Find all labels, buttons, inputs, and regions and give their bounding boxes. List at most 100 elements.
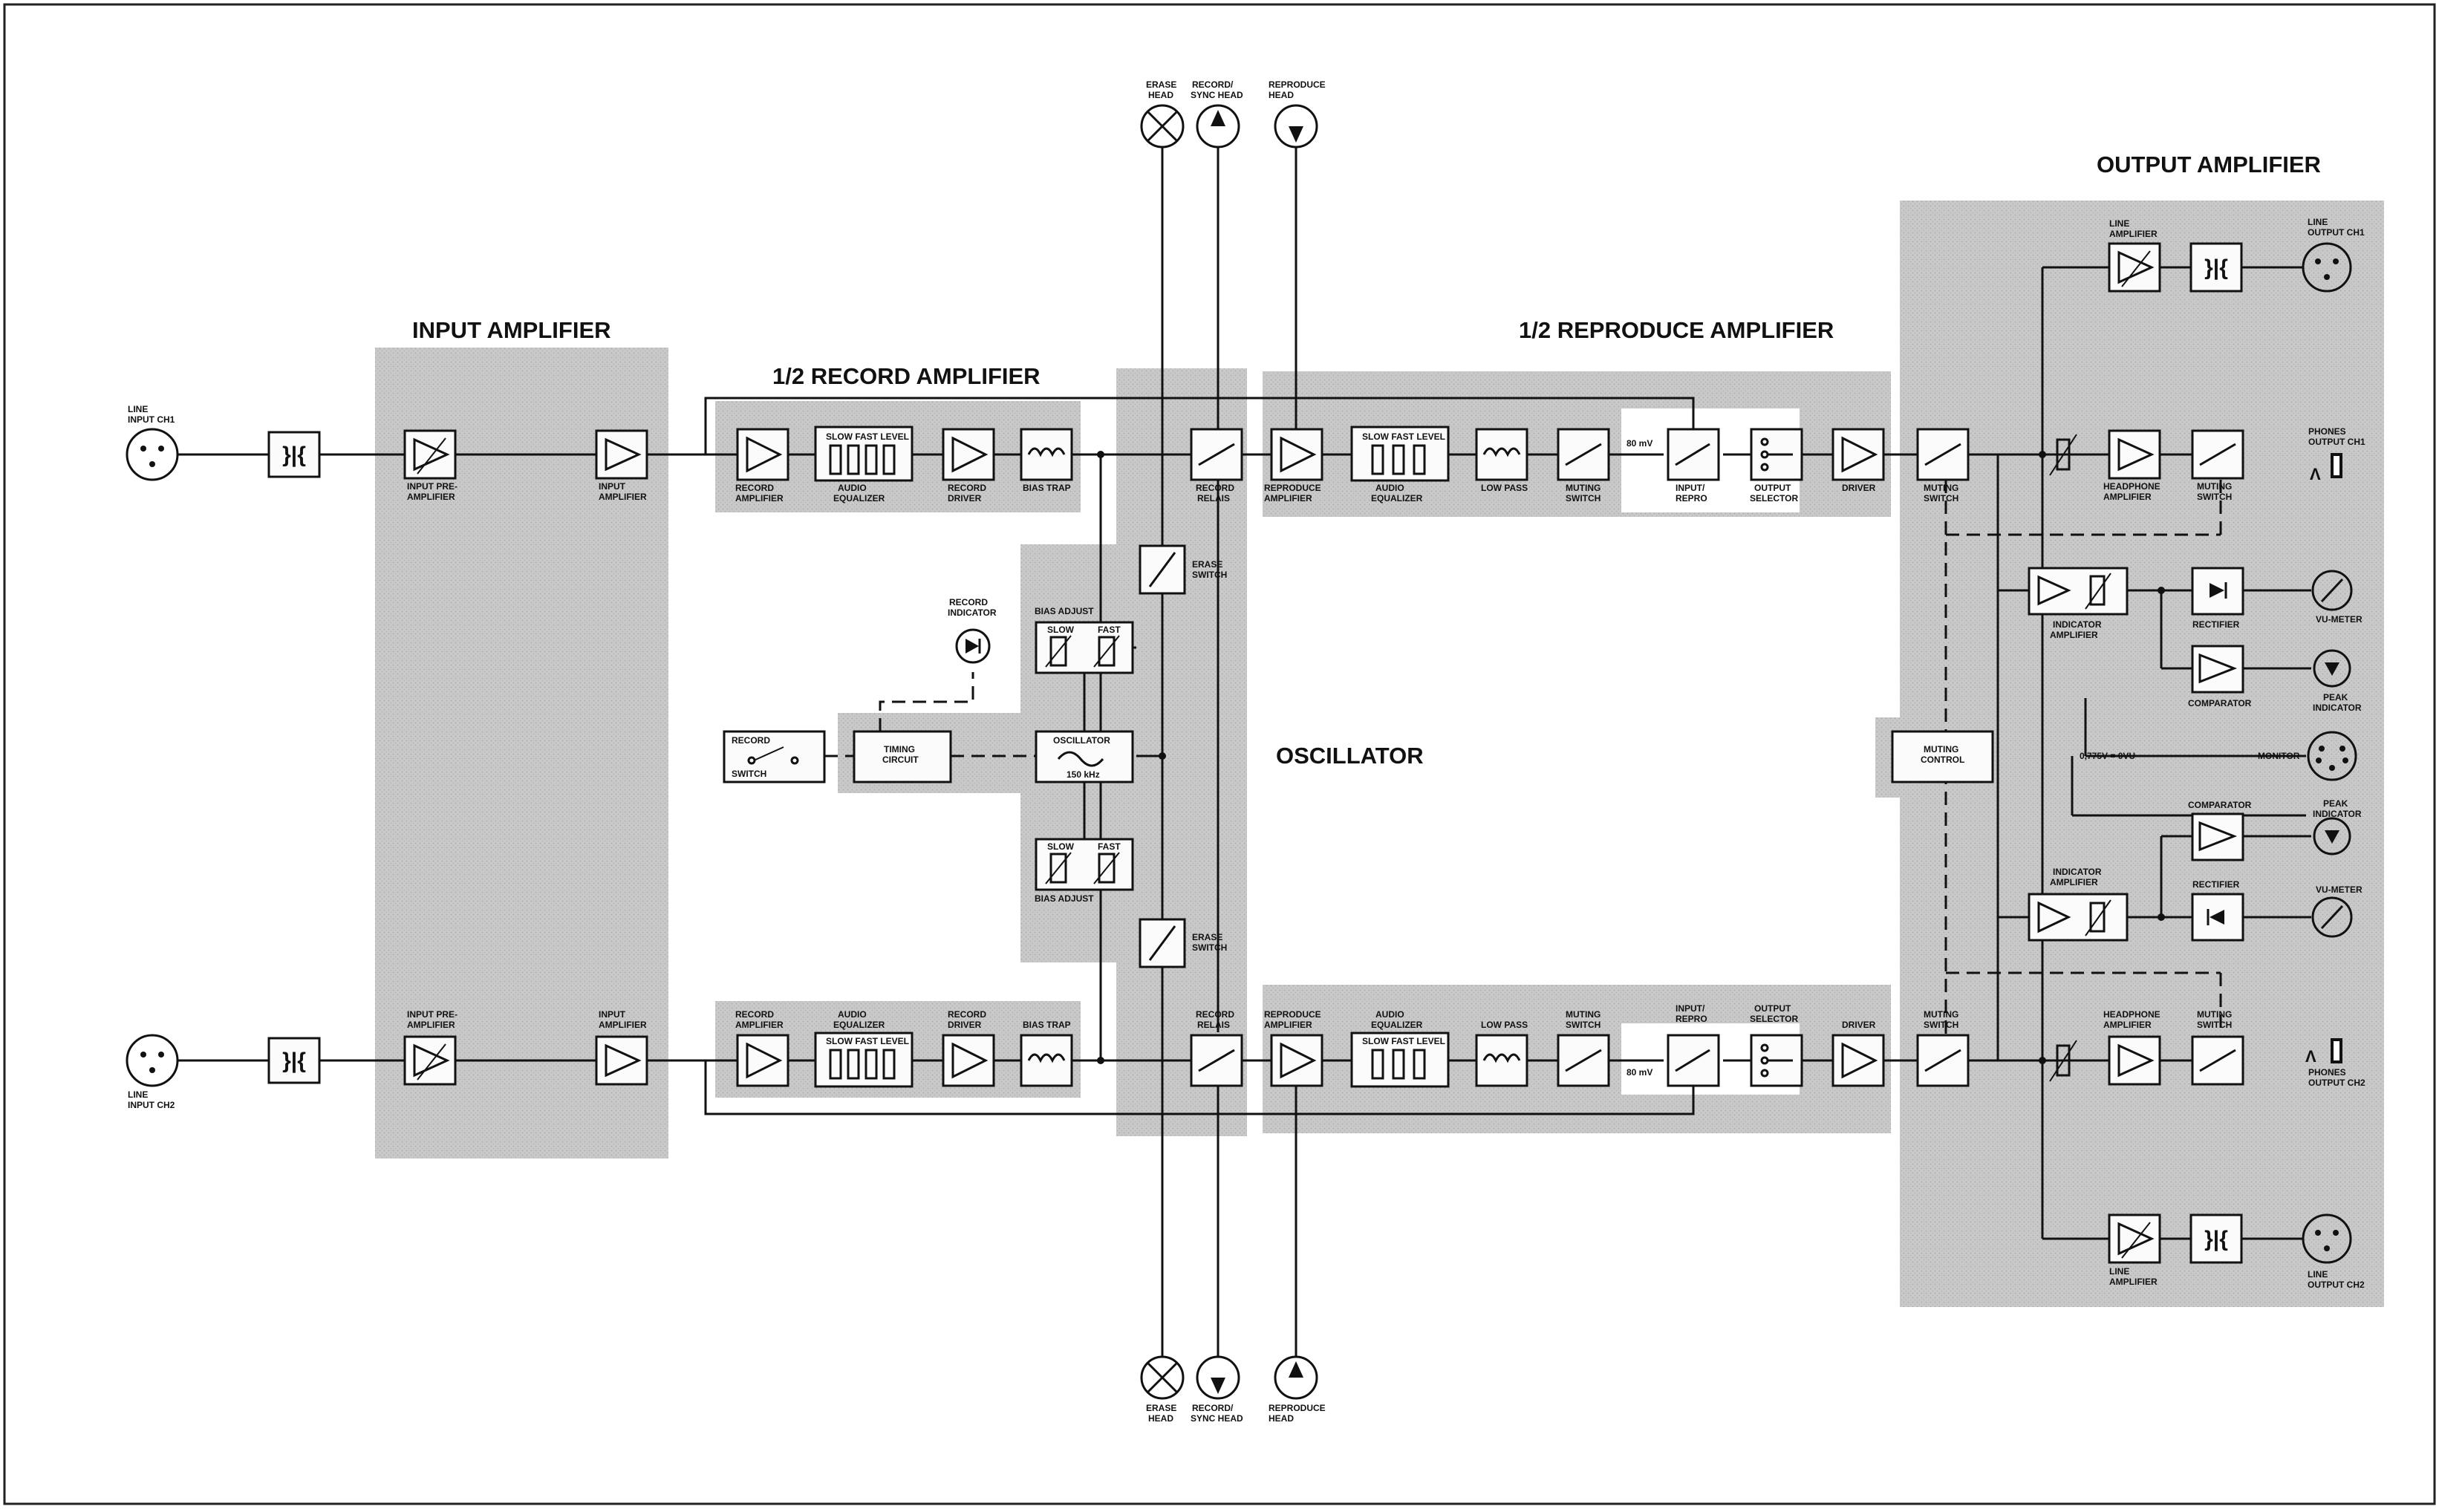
indicator-amp-ch1-l2: AMPLIFIER (2050, 630, 2098, 640)
vu-meter-ch1-label: VU-METER (2316, 614, 2363, 625)
repro-head-top-l2: HEAD (1269, 90, 1294, 100)
line-amp-ch2-l2: AMPLIFIER (2109, 1277, 2158, 1287)
repro-eq-ch2-l2: EQUALIZER (1371, 1020, 1423, 1030)
record-driver-ch1-l1: RECORD (948, 483, 986, 493)
line-amp-ch2: LINE AMPLIFIER (2108, 1213, 2161, 1287)
phones-output-ch2-l2: OUTPUT CH2 (2308, 1078, 2365, 1088)
audio-eq-ch1: SLOW FAST LEVEL AUDIO EQUALIZER (814, 426, 914, 504)
headphone-amp-ch1-l2: AMPLIFIER (2103, 492, 2152, 502)
low-pass-ch1: LOW PASS (1475, 428, 1528, 493)
muting-switch-repro-ch2-l2: SWITCH (1566, 1020, 1601, 1030)
erase-switch-bottom-l1: ERASE (1192, 932, 1222, 942)
headphone-amp-ch1: HEADPHONE AMPLIFIER (2103, 429, 2161, 502)
record-indicator-l2: INDICATOR (948, 607, 997, 618)
muting-switch-phones-ch1: MUTING SWITCH (2191, 429, 2244, 502)
record-amp-ch1: RECORD AMPLIFIER (735, 428, 789, 504)
record-switch: RECORD SWITCH (723, 730, 826, 783)
bias-slow-bottom: SLOW (1047, 841, 1075, 852)
jack-symbol-icon: Λ (2310, 465, 2321, 483)
input-preamp-ch2-l2: AMPLIFIER (407, 1020, 455, 1030)
record-indicator-l1: RECORD (949, 597, 988, 607)
output-selector-ch2-l2: SELECTOR (1750, 1014, 1798, 1024)
headphone-jack-icon (2331, 1038, 2342, 1063)
input-repro-ch2-l1: INPUT/ (1676, 1003, 1705, 1014)
input-preamp-ch1-l2: AMPLIFIER (407, 492, 455, 502)
xlr-connector-icon (2302, 1213, 2352, 1264)
driver-ch1: DRIVER (1831, 428, 1885, 493)
record-driver-ch2: RECORD DRIVER (942, 1009, 995, 1087)
record-amp-ch1-l2: AMPLIFIER (735, 493, 784, 504)
vu-meter-icon (2311, 896, 2353, 938)
low-pass-ch2: LOW PASS (1475, 1020, 1528, 1087)
bias-slow-top: SLOW (1047, 625, 1075, 635)
record-amp-ch2-l2: AMPLIFIER (735, 1020, 784, 1030)
repro-head-bottom-l2: HEAD (1269, 1413, 1294, 1424)
record-amp-ch2: RECORD AMPLIFIER (735, 1009, 789, 1087)
line-input-ch1-l1: LINE (128, 404, 148, 414)
line-amp-ch1: LINE AMPLIFIER (2108, 218, 2161, 293)
repro-eq-ch2-l1: AUDIO (1375, 1009, 1404, 1020)
rectifier-ch1: RECTIFIER (2191, 567, 2244, 630)
led-icon (2313, 649, 2351, 688)
rectifier-ch1-label: RECTIFIER (2192, 619, 2240, 630)
peak-indicator-ch2: PEAK INDICATOR (2313, 798, 2362, 856)
recsync-head-top-l2: SYNC HEAD (1191, 90, 1243, 100)
comparator-ch2-label: COMPARATOR (2188, 800, 2252, 810)
line-amp-ch2-l1: LINE (2109, 1266, 2129, 1277)
line-output-ch1: LINE OUTPUT CH1 (2302, 217, 2365, 293)
repro-amp-ch1-l1: REPRODUCE (1264, 483, 1321, 493)
led-icon (955, 628, 991, 664)
repro-eq-ch1: SLOW FAST LEVEL AUDIO EQUALIZER (1350, 426, 1450, 504)
muting-control-l2: CONTROL (1921, 755, 1964, 765)
peak-indicator-ch1-l2: INDICATOR (2313, 703, 2362, 713)
input-amp-ch2-l1: INPUT (599, 1009, 626, 1020)
output-selector-ch1: OUTPUT SELECTOR (1750, 428, 1803, 504)
repro-amp-ch1-l2: AMPLIFIER (1264, 493, 1312, 504)
phones-output-ch2: Λ PHONES OUTPUT CH2 (2305, 1038, 2365, 1088)
line-output-ch2-l1: LINE (2308, 1269, 2328, 1280)
vu-meter-ch2: VU-METER (2311, 884, 2363, 938)
jack-symbol-icon: Λ (2305, 1047, 2316, 1066)
bias-adjust-top-label: BIAS ADJUST (1035, 606, 1094, 616)
muting-switch-phones-ch1-l1: MUTING (2197, 481, 2232, 492)
output-selector-ch1-l1: OUTPUT (1754, 483, 1791, 493)
head-switch-bg (1116, 368, 1247, 1136)
line-input-ch1-l2: INPUT CH1 (128, 414, 175, 425)
record-amp-ch2-l1: RECORD (735, 1009, 774, 1020)
audio-eq-ch2-slf: SLOW FAST LEVEL (826, 1036, 909, 1046)
bias-fast-bottom: FAST (1098, 841, 1121, 852)
repro-head-top-l1: REPRODUCE (1269, 79, 1326, 90)
phones-output-ch2-l1: PHONES (2308, 1067, 2346, 1078)
transformer-icon: }|{ (2204, 1227, 2228, 1251)
input-repro-ch1-l2: REPRO (1676, 493, 1707, 504)
erase-head-top-l2: HEAD (1148, 90, 1173, 100)
input-amp-ch2: INPUT AMPLIFIER (595, 1009, 648, 1086)
input-transformer-ch1: }|{ (267, 431, 321, 478)
audio-eq-ch2-l2: EQUALIZER (833, 1020, 885, 1030)
muting-switch-out-ch2: MUTING SWITCH (1916, 1009, 1970, 1087)
input-repro-ch1-l1: INPUT/ (1676, 483, 1705, 493)
vu-meter-icon (2311, 570, 2353, 611)
erase-switch-top-l1: ERASE (1192, 559, 1222, 570)
erase-switch-top-l2: SWITCH (1192, 570, 1227, 580)
low-pass-ch2-label: LOW PASS (1481, 1020, 1528, 1030)
erase-switch-bottom: ERASE SWITCH (1139, 918, 1227, 968)
volume-pot-ch2 (2049, 1040, 2077, 1082)
repro-amp-ch2: REPRODUCE AMPLIFIER (1264, 1009, 1323, 1087)
muting-control-l1: MUTING (1924, 744, 1958, 755)
bias-trap-ch2: BIAS TRAP (1020, 1020, 1073, 1087)
mv80-ch1: 80 mV (1626, 438, 1652, 449)
oscillator-section: ERASE SWITCH ERASE SWITCH BIAS ADJUST SL… (723, 451, 1227, 1064)
erase-head-bottom-l2: HEAD (1148, 1413, 1173, 1424)
record-amp-ch1-l1: RECORD (735, 483, 774, 493)
repro-amp-ch1: REPRODUCE AMPLIFIER (1264, 428, 1323, 504)
timing-l2: CIRCUIT (882, 755, 919, 765)
indicator-amp-ch1-l1: INDICATOR (2053, 619, 2102, 630)
bias-trap-ch2-label: BIAS TRAP (1023, 1020, 1071, 1030)
erase-head-bottom-l1: ERASE (1146, 1403, 1176, 1413)
monitor-label: MONITOR (2258, 751, 2300, 761)
repro-head-bottom-l1: REPRODUCE (1269, 1403, 1326, 1413)
xlr-connector-icon (2302, 242, 2352, 293)
record-driver-ch2-l1: RECORD (948, 1009, 986, 1020)
